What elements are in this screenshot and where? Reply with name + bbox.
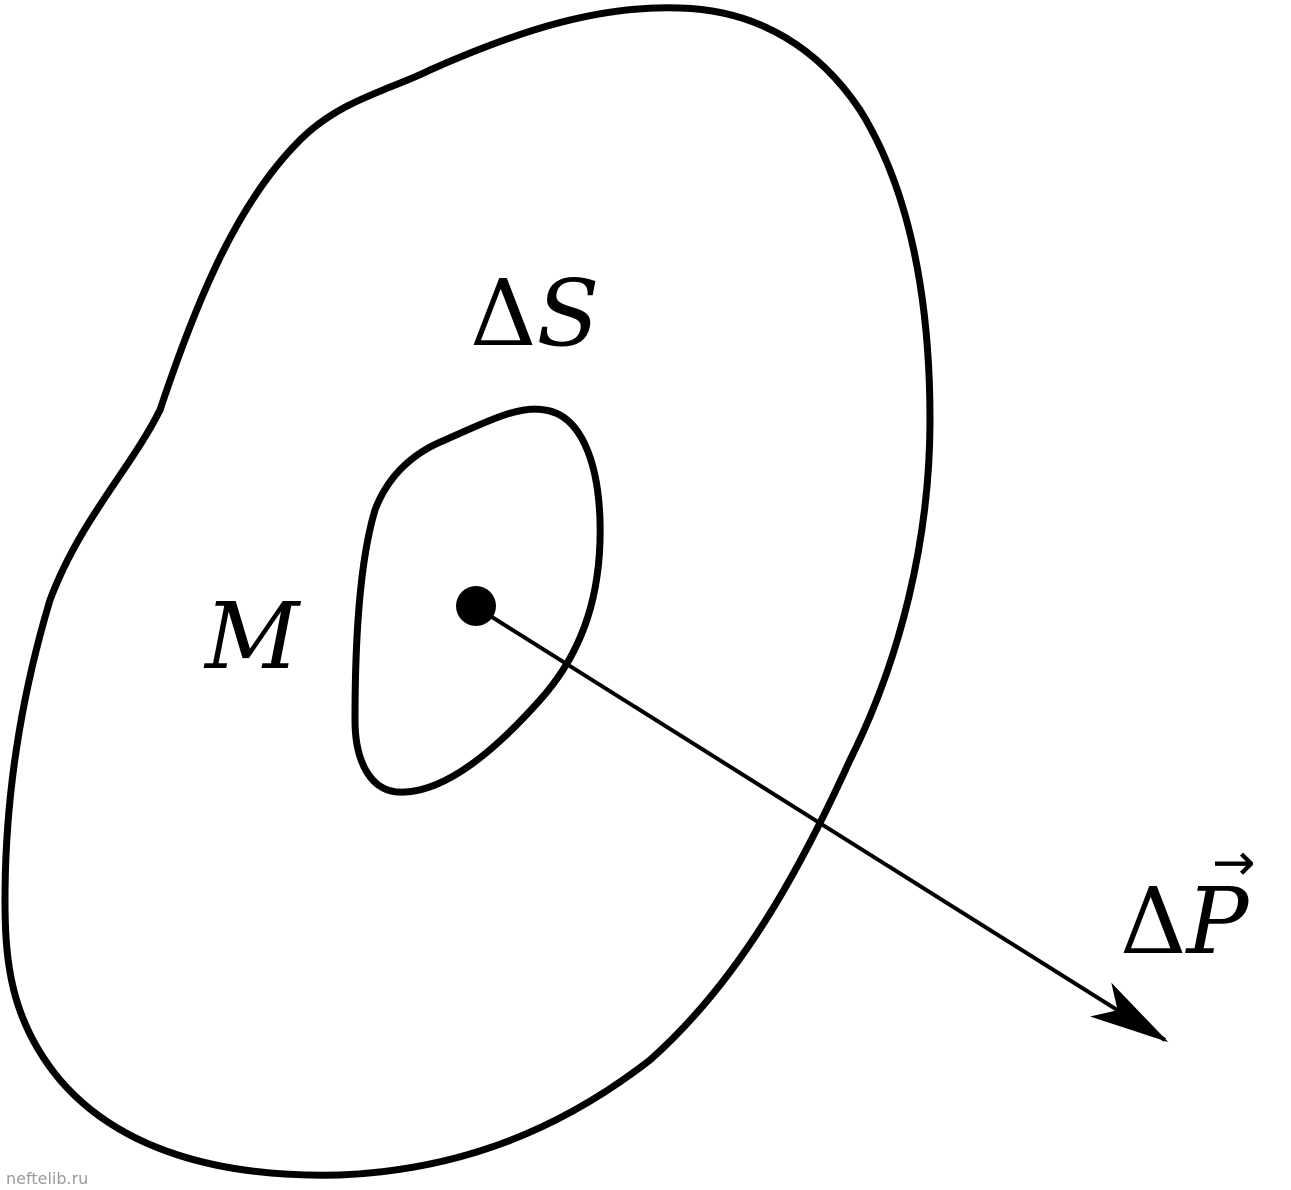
point-m-dot	[456, 586, 496, 626]
force-label: ΔP	[1120, 868, 1250, 975]
area-element-contour	[351, 405, 604, 796]
area-label: ΔS	[470, 260, 599, 367]
body-contour	[1, 4, 934, 1179]
point-label: M	[203, 583, 302, 690]
force-label-letter: P	[1184, 868, 1250, 975]
watermark-text: neftelib.ru	[6, 1169, 88, 1188]
force-label-delta: Δ	[1120, 868, 1186, 975]
area-label-delta: Δ	[470, 260, 536, 367]
force-vector-arrow	[474, 605, 1169, 1043]
vector-accent-arrow: →	[1212, 833, 1256, 893]
area-label-letter: S	[536, 260, 599, 367]
